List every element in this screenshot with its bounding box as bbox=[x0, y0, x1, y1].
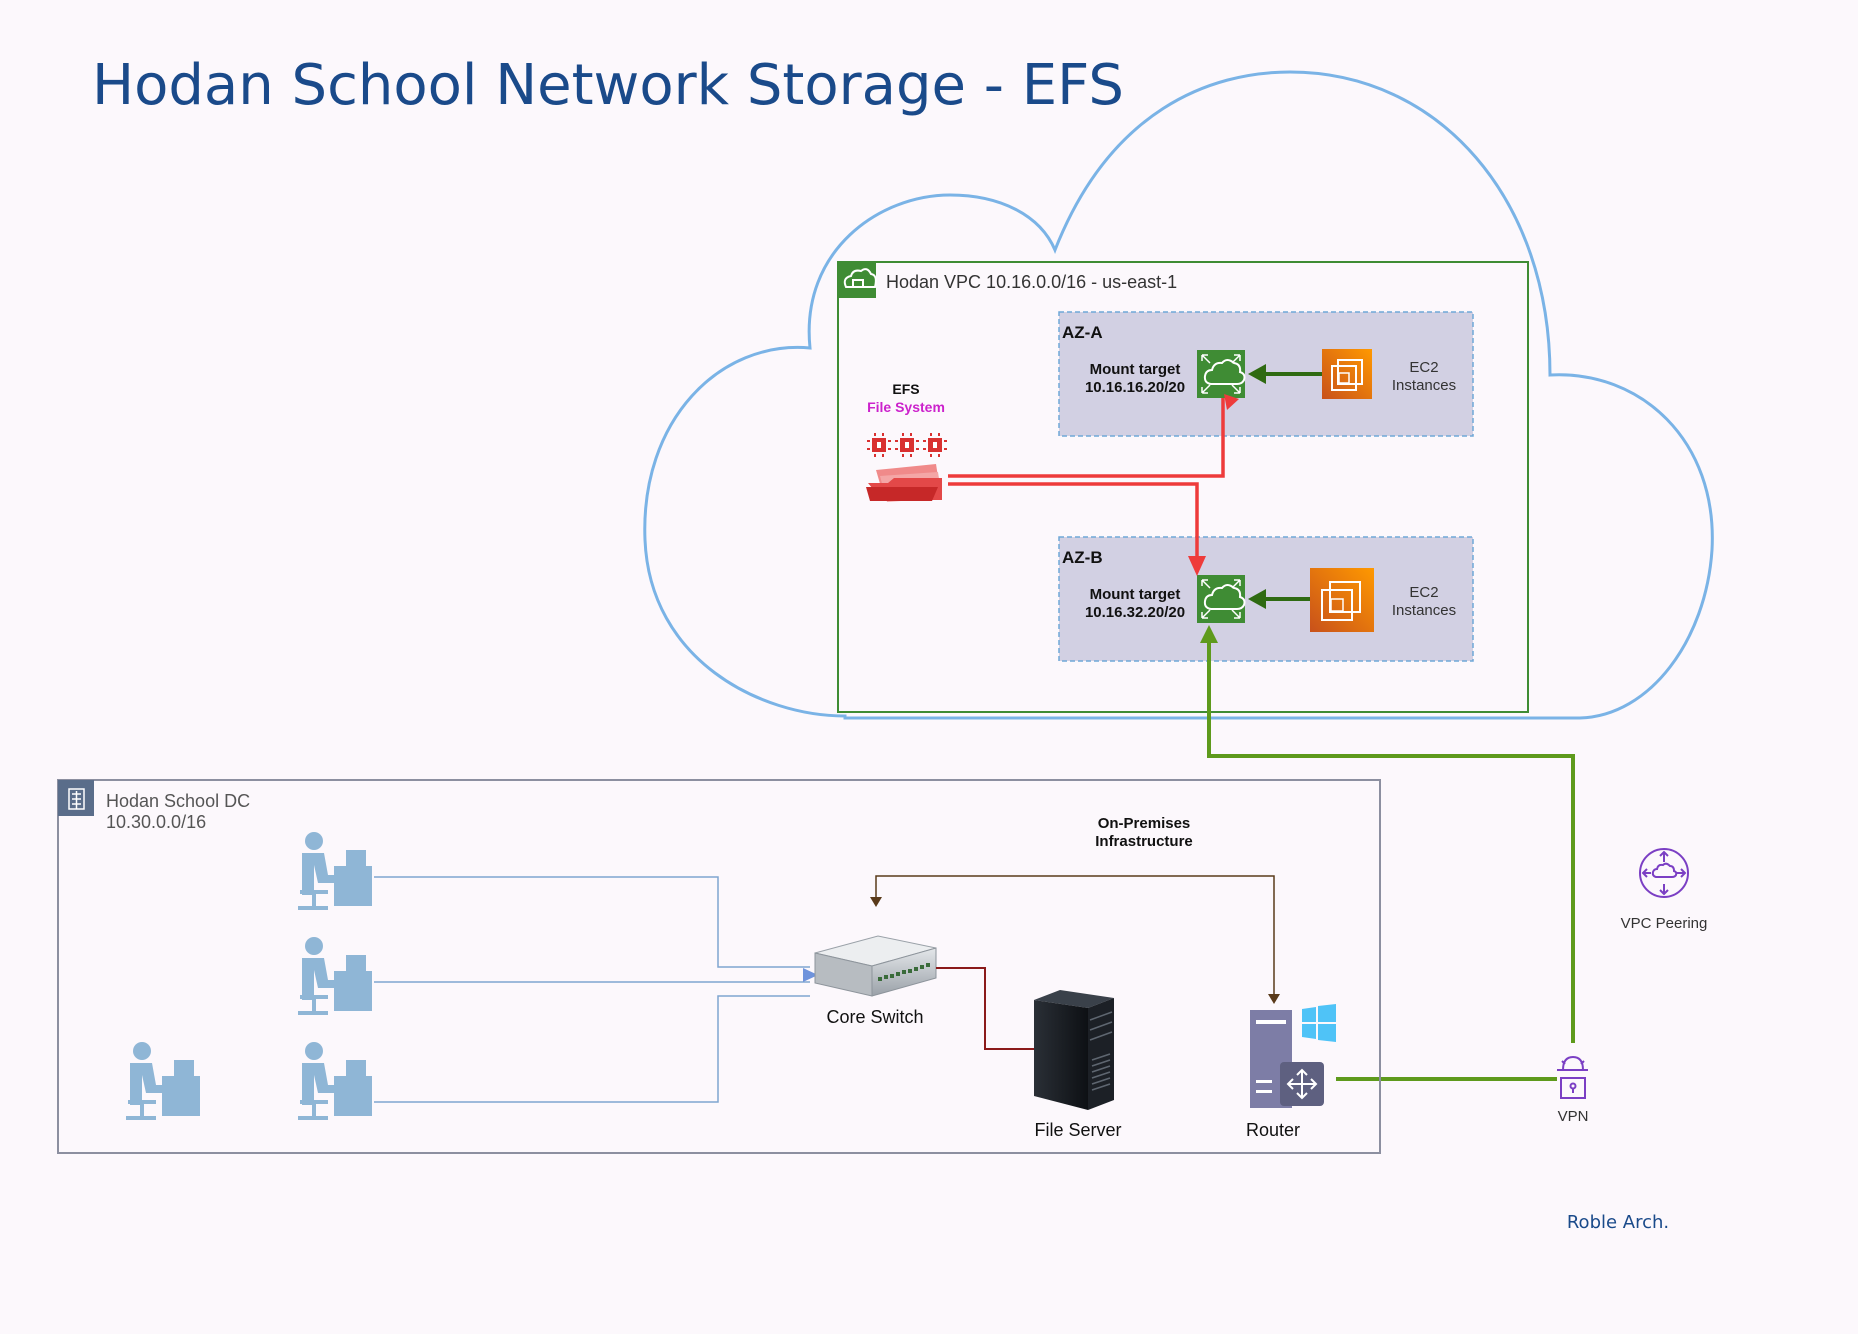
az-b-mount-target-label: Mount target bbox=[1090, 586, 1181, 603]
user-workstation-1 bbox=[298, 832, 372, 910]
az-b-label: AZ-B bbox=[1062, 548, 1103, 567]
vpn-to-mount-b-arrowhead bbox=[1200, 625, 1218, 643]
efs-to-mount-b-line bbox=[948, 482, 1199, 556]
efs-to-mount-a-arrowhead bbox=[1224, 394, 1239, 410]
az-a-ec2-label: EC2 bbox=[1409, 359, 1438, 376]
user-workstation-4 bbox=[126, 1042, 200, 1120]
vpc-container bbox=[837, 261, 1529, 713]
router-to-switch-arrowhead-top bbox=[870, 897, 882, 907]
router-to-switch-line bbox=[875, 875, 1275, 1000]
dc-label: Hodan School DC bbox=[106, 791, 250, 811]
efs-label: EFS bbox=[892, 381, 919, 397]
ec2-instances-a-icon bbox=[1322, 349, 1372, 399]
core-switch-label: Core Switch bbox=[826, 1007, 923, 1027]
windows-logo-icon bbox=[1302, 1004, 1336, 1042]
user-workstation-2 bbox=[298, 937, 372, 1015]
cloud-lock-icon bbox=[843, 268, 877, 288]
vpc-label: Hodan VPC 10.16.0.0/16 - us-east-1 bbox=[886, 272, 1177, 292]
efs-to-mount-a-line bbox=[948, 398, 1225, 478]
az-a-ec2-sublabel: Instances bbox=[1392, 377, 1456, 394]
az-a-mount-target-label: Mount target bbox=[1090, 361, 1181, 378]
user-workstation-3 bbox=[298, 1042, 372, 1120]
office-building-icon bbox=[68, 788, 85, 810]
efs-file-system-icon bbox=[866, 433, 947, 502]
efs-to-mount-b-arrowhead bbox=[1188, 556, 1206, 576]
az-b-ec2-label: EC2 bbox=[1409, 584, 1438, 601]
router-to-switch-arrowhead-bottom bbox=[1268, 994, 1280, 1004]
author-signature: Roble Arch. bbox=[1567, 1212, 1669, 1233]
cloud-shape bbox=[643, 70, 1714, 720]
efs-sublabel: File System bbox=[867, 399, 945, 415]
vpc-peering-label: VPC Peering bbox=[1621, 915, 1708, 932]
diagram-title: Hodan School Network Storage - EFS bbox=[92, 53, 1124, 118]
onprem-sublabel: Infrastructure bbox=[1095, 833, 1193, 850]
vpc-peering-icon bbox=[1639, 848, 1689, 898]
router-label: Router bbox=[1246, 1120, 1300, 1140]
router-icon bbox=[1250, 1010, 1324, 1108]
users-to-switch-lines bbox=[374, 876, 810, 1103]
az-b-mount-target-ip: 10.16.32.20/20 bbox=[1085, 604, 1185, 621]
az-a-mount-target-ip: 10.16.16.20/20 bbox=[1085, 379, 1185, 396]
onprem-label: On-Premises bbox=[1098, 815, 1191, 832]
vpn-gateway-icon bbox=[1557, 1055, 1588, 1099]
dc-container bbox=[57, 779, 1381, 1154]
ec2-b-to-mount-b-arrow bbox=[1248, 589, 1310, 609]
ec2-a-to-mount-a-arrow bbox=[1248, 364, 1322, 384]
ec2-instances-b-icon bbox=[1310, 568, 1374, 632]
vpn-label: VPN bbox=[1558, 1108, 1589, 1125]
core-switch-icon bbox=[814, 935, 937, 997]
vpn-to-mount-b-line bbox=[1207, 640, 1575, 1043]
az-a-label: AZ-A bbox=[1062, 323, 1103, 342]
users-to-switch-arrowhead bbox=[803, 968, 818, 982]
dc-cidr: 10.30.0.0/16 bbox=[106, 812, 206, 832]
mount-target-b-icon bbox=[1197, 575, 1246, 623]
az-b-ec2-sublabel: Instances bbox=[1392, 602, 1456, 619]
file-server-label: File Server bbox=[1034, 1120, 1121, 1140]
switch-to-file-server-line bbox=[936, 967, 1036, 1050]
file-server-icon bbox=[1034, 990, 1114, 1110]
mount-target-a-icon bbox=[1197, 350, 1246, 398]
